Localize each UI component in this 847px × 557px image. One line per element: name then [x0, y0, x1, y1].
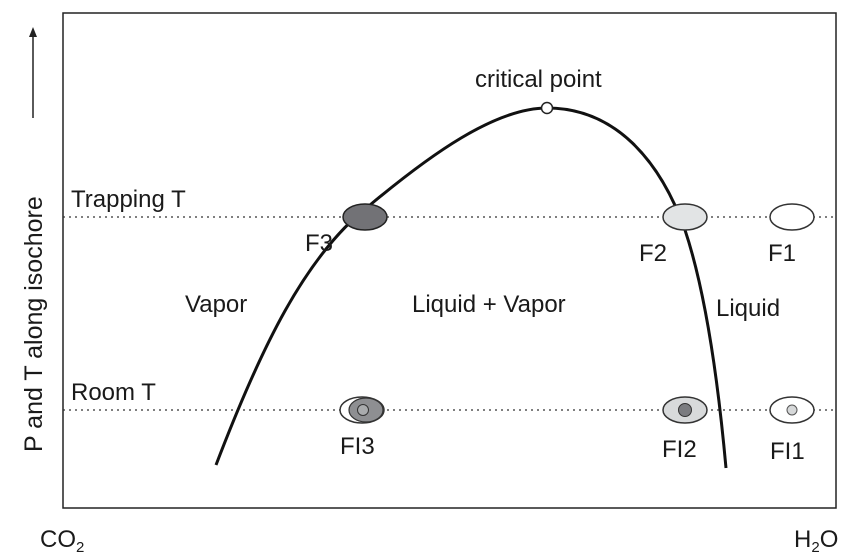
- inclusion-f3: [342, 203, 388, 231]
- inclusion-fi3: [339, 396, 385, 424]
- f3-label: F3: [305, 230, 333, 257]
- y-axis-arrowhead-icon: [29, 27, 37, 37]
- inclusion-fi2: [662, 396, 708, 424]
- trapping-t-label: Trapping T: [71, 186, 186, 213]
- y-axis-label-group: P and T along isochore: [20, 196, 48, 452]
- fi1-label: FI1: [770, 438, 805, 465]
- vapor-region-label: Vapor: [185, 291, 247, 318]
- critical-point-label: critical point: [475, 66, 602, 93]
- critical-point-marker: [540, 101, 554, 115]
- fi2-label: FI2: [662, 436, 697, 463]
- f1-label: F1: [768, 240, 796, 267]
- x-axis-left-label: CO2: [40, 526, 84, 552]
- liquid-region-label: Liquid: [716, 295, 780, 322]
- fi3-label: FI3: [340, 433, 375, 460]
- inclusion-f2: [662, 203, 708, 231]
- f2-label: F2: [639, 240, 667, 267]
- inclusion-fi1: [769, 396, 815, 424]
- plot-frame: [62, 12, 837, 509]
- two-phase-region-label: Liquid + Vapor: [412, 291, 566, 318]
- x-axis-right-label: H2O: [794, 526, 838, 552]
- inclusion-f1: [769, 203, 815, 231]
- room-t-label: Room T: [71, 379, 156, 406]
- y-axis-label: P and T along isochore: [20, 196, 48, 452]
- phase-boundary-curve: [214, 106, 728, 469]
